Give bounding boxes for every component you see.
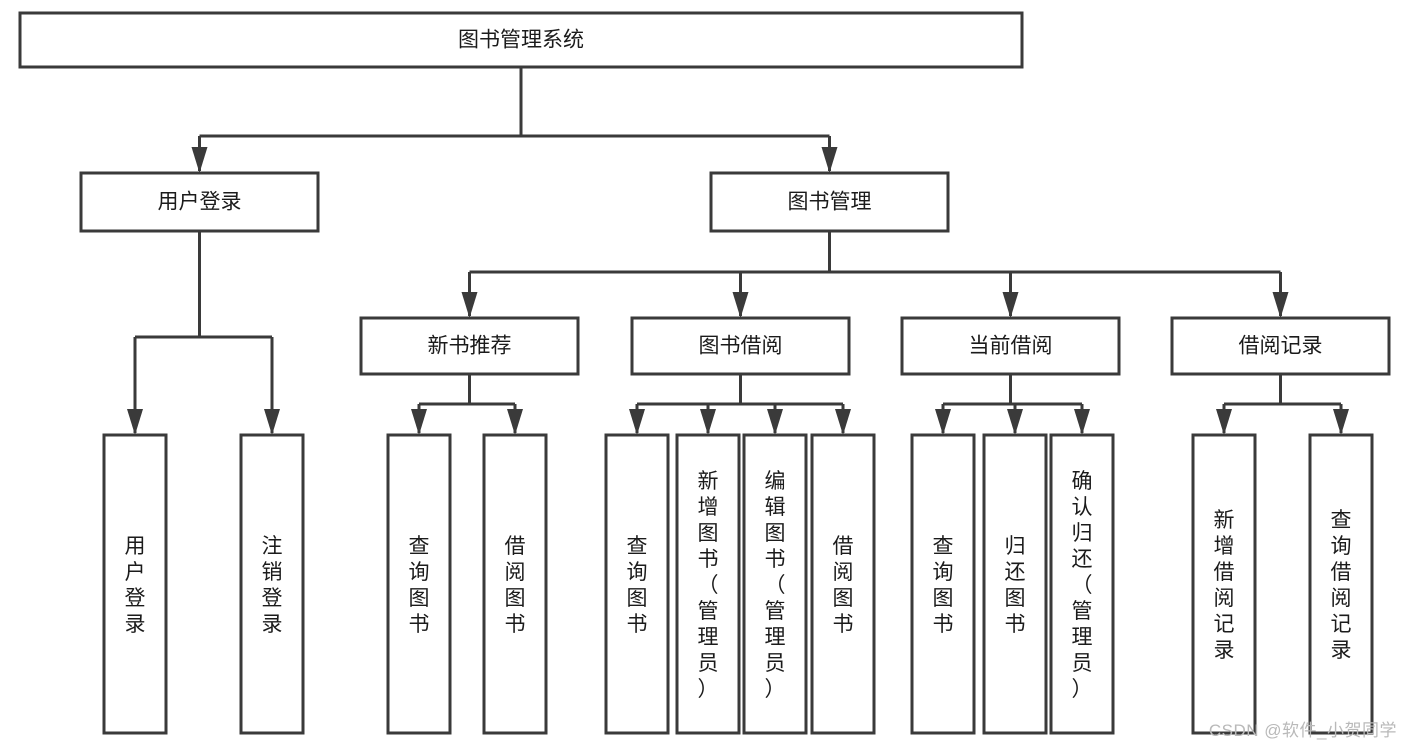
node-box-leaf-rec-add <box>1191 433 1257 735</box>
node-box-leaf-borrow-do <box>810 433 876 735</box>
node-box-book-borrow <box>630 316 851 376</box>
arrow-head-icon <box>821 147 838 173</box>
arrow-head-icon <box>127 409 143 435</box>
node-user-login[interactable]: 用户登录 <box>79 171 320 233</box>
arrow-head-icon <box>1002 292 1019 318</box>
node-box-leaf-borrow-edit <box>742 433 808 735</box>
node-box-current-borrow <box>900 316 1121 376</box>
node-label-leaf-user-logout: 注销登录 <box>262 535 283 636</box>
node-box-leaf-rec-query <box>386 433 452 735</box>
node-borrow-record[interactable]: 借阅记录 <box>1170 316 1391 376</box>
node-leaf-cur-query[interactable]: 查询图书 <box>910 433 976 735</box>
node-label-user-login: 用户登录 <box>158 191 242 214</box>
node-label-leaf-rec-search: 查询借阅记录 <box>1331 509 1352 662</box>
node-root[interactable]: 图书管理系统 <box>18 11 1024 69</box>
node-label-leaf-rec-add: 新增借阅记录 <box>1214 509 1235 662</box>
node-box-leaf-cur-query <box>910 433 976 735</box>
arrow-head-icon <box>732 292 749 318</box>
node-label-current-borrow: 当前借阅 <box>969 335 1053 358</box>
node-leaf-user-login[interactable]: 用户登录 <box>102 433 168 735</box>
node-new-book-rec[interactable]: 新书推荐 <box>359 316 580 376</box>
node-current-borrow[interactable]: 当前借阅 <box>900 316 1121 376</box>
arrow-head-icon <box>1007 409 1023 435</box>
node-label-leaf-borrow-edit: 编辑图书（管理员） <box>765 470 786 701</box>
node-leaf-rec-search[interactable]: 查询借阅记录 <box>1308 433 1374 735</box>
node-label-leaf-borrow-add: 新增图书（管理员） <box>698 470 719 701</box>
node-box-leaf-rec-borrow <box>482 433 548 735</box>
node-leaf-borrow-query[interactable]: 查询图书 <box>604 433 670 735</box>
node-box-leaf-cur-return <box>982 433 1048 735</box>
node-label-leaf-user-login: 用户登录 <box>125 535 146 636</box>
node-leaf-cur-return[interactable]: 归还图书 <box>982 433 1048 735</box>
node-label-leaf-rec-query: 查询图书 <box>409 535 430 636</box>
node-leaf-borrow-edit[interactable]: 编辑图书（管理员） <box>742 433 808 735</box>
node-label-new-book-rec: 新书推荐 <box>428 335 512 358</box>
node-label-leaf-cur-query: 查询图书 <box>933 535 954 636</box>
node-label-book-borrow: 图书借阅 <box>699 335 783 358</box>
node-box-leaf-user-logout <box>239 433 305 735</box>
node-leaf-rec-query[interactable]: 查询图书 <box>386 433 452 735</box>
arrow-head-icon <box>1333 409 1349 435</box>
node-label-leaf-cur-return: 归还图书 <box>1005 535 1026 636</box>
node-leaf-rec-borrow[interactable]: 借阅图书 <box>482 433 548 735</box>
arrow-head-icon <box>835 409 851 435</box>
node-box-leaf-cur-confirm <box>1049 433 1115 735</box>
arrow-head-icon <box>507 409 523 435</box>
arrow-head-icon <box>935 409 951 435</box>
node-label-leaf-borrow-do: 借阅图书 <box>833 535 854 636</box>
arrow-head-icon <box>1074 409 1090 435</box>
node-box-leaf-user-login <box>102 433 168 735</box>
node-label-borrow-record: 借阅记录 <box>1239 335 1323 358</box>
node-label-leaf-cur-confirm: 确认归还（管理员） <box>1072 470 1093 701</box>
node-box-book-manage <box>709 171 950 233</box>
arrow-head-icon <box>700 409 716 435</box>
node-label-root: 图书管理系统 <box>458 29 584 52</box>
node-leaf-cur-confirm[interactable]: 确认归还（管理员） <box>1049 433 1115 735</box>
node-leaf-rec-add[interactable]: 新增借阅记录 <box>1191 433 1257 735</box>
arrow-head-icon <box>629 409 645 435</box>
node-book-manage[interactable]: 图书管理 <box>709 171 950 233</box>
node-box-new-book-rec <box>359 316 580 376</box>
node-box-leaf-borrow-query <box>604 433 670 735</box>
node-box-leaf-rec-search <box>1308 433 1374 735</box>
node-book-borrow[interactable]: 图书借阅 <box>630 316 851 376</box>
connector-layer <box>127 67 1349 435</box>
arrow-head-icon <box>191 147 208 173</box>
node-leaf-borrow-do[interactable]: 借阅图书 <box>810 433 876 735</box>
node-box-root <box>18 11 1024 69</box>
node-leaf-user-logout[interactable]: 注销登录 <box>239 433 305 735</box>
node-layer: 图书管理系统用户登录图书管理新书推荐图书借阅当前借阅借阅记录用户登录注销登录查询… <box>18 11 1391 735</box>
node-box-borrow-record <box>1170 316 1391 376</box>
arrow-head-icon <box>264 409 280 435</box>
node-box-user-login <box>79 171 320 233</box>
node-label-book-manage: 图书管理 <box>788 191 872 214</box>
arrow-head-icon <box>1216 409 1232 435</box>
node-box-leaf-borrow-add <box>675 433 741 735</box>
arrow-head-icon <box>411 409 427 435</box>
arrow-head-icon <box>1272 292 1289 318</box>
arrow-head-icon <box>767 409 783 435</box>
arrow-head-icon <box>461 292 478 318</box>
node-label-leaf-rec-borrow: 借阅图书 <box>505 535 526 636</box>
node-leaf-borrow-add[interactable]: 新增图书（管理员） <box>675 433 741 735</box>
node-label-leaf-borrow-query: 查询图书 <box>627 535 648 636</box>
